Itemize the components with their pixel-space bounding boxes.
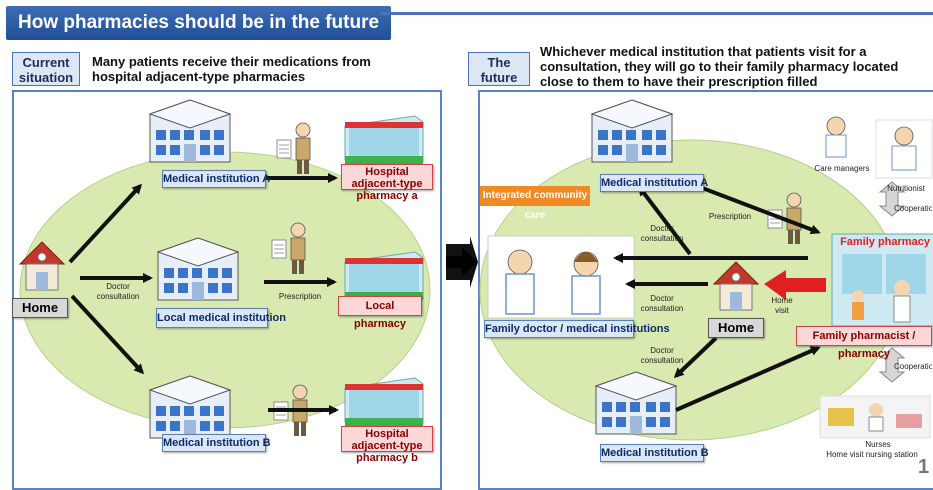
right-home-label: Home bbox=[708, 318, 764, 338]
left-medical-institution-b-label: Medical institution B bbox=[162, 434, 271, 452]
left-building-local bbox=[157, 237, 239, 301]
left-local-medical-institution-label: Local medical institution bbox=[156, 308, 286, 328]
right-heading: Whichever medical institution that patie… bbox=[540, 44, 899, 89]
care-managers-label: Care managers bbox=[814, 164, 870, 173]
page-title: How pharmacies should be in the future bbox=[6, 6, 391, 40]
nursing-station-label: Home visit nursing station bbox=[826, 450, 918, 459]
arrow-b-to-family-pharmacy bbox=[675, 346, 821, 412]
left-local-pharmacy-label: Local pharmacy bbox=[338, 296, 422, 330]
care-manager-image bbox=[825, 116, 847, 158]
the-future-tag: The future bbox=[468, 52, 530, 86]
family-doctor-image bbox=[487, 235, 635, 319]
left-home-label: Home bbox=[12, 298, 68, 318]
cooperation-label-2: Cooperation bbox=[894, 362, 932, 371]
integrated-community-care-label: Integrated community care bbox=[480, 186, 590, 221]
home-visit-arrow bbox=[764, 270, 826, 300]
family-pharmacist-label: Family pharmacist / pharmacy bbox=[796, 326, 932, 360]
current-situation-tag: Current situation bbox=[12, 52, 80, 86]
diagram-canvas bbox=[19, 99, 933, 441]
cooperation-arrow-2 bbox=[878, 347, 906, 383]
family-pharmacy-label: Family pharmacy bbox=[840, 236, 930, 248]
left-pharmacy-b bbox=[344, 377, 424, 431]
title-rule bbox=[380, 12, 933, 15]
cooperation-label-1: Cooperation bbox=[894, 204, 932, 213]
right-building-b bbox=[595, 371, 677, 435]
left-medical-institution-a-label: Medical institution A bbox=[162, 170, 270, 188]
nurses-label: Nurses bbox=[865, 440, 891, 449]
left-pharmacy-a-label: Hospital adjacent-type pharmacy a bbox=[341, 164, 433, 202]
right-building-a bbox=[591, 99, 673, 163]
left-pharmacy-a bbox=[344, 115, 424, 169]
left-building-b bbox=[149, 375, 231, 439]
left-arrow-to-a bbox=[68, 183, 143, 264]
right-prescription-label: Prescription bbox=[708, 212, 752, 221]
left-doctor-consultation-label: Doctor consultation bbox=[96, 282, 140, 301]
arrow-home-to-b bbox=[673, 336, 718, 379]
nutritionist-image bbox=[875, 119, 933, 179]
page-number: 1 bbox=[918, 456, 930, 478]
left-pharmacy-b-label: Hospital adjacent-type pharmacy b bbox=[341, 426, 433, 464]
right-doctor-consultation-label-2: Doctor consultation bbox=[640, 294, 684, 313]
right-doctor-consultation-label-1: Doctor consultation bbox=[640, 224, 684, 243]
right-doctor-consultation-label-3: Doctor consultation bbox=[640, 346, 684, 365]
right-medical-institution-b-label: Medical institution B bbox=[600, 444, 709, 462]
nutritionist-label: Nutritionist bbox=[887, 184, 925, 193]
nurses-image bbox=[819, 395, 931, 439]
left-arrow-to-b bbox=[70, 294, 145, 375]
left-building-a bbox=[149, 99, 231, 163]
left-heading: Many patients receive their medications … bbox=[92, 54, 371, 84]
arrow-home-to-a bbox=[638, 185, 692, 256]
family-pharmacy-image bbox=[831, 233, 933, 327]
left-prescription-label: Prescription bbox=[278, 292, 322, 301]
right-medical-institution-a-label: Medical institution A bbox=[600, 174, 708, 192]
cooperation-arrow-1 bbox=[878, 181, 906, 217]
home-visit-label: Home visit bbox=[771, 296, 793, 315]
family-doctor-label: Family doctor / medical institutions bbox=[484, 320, 670, 338]
